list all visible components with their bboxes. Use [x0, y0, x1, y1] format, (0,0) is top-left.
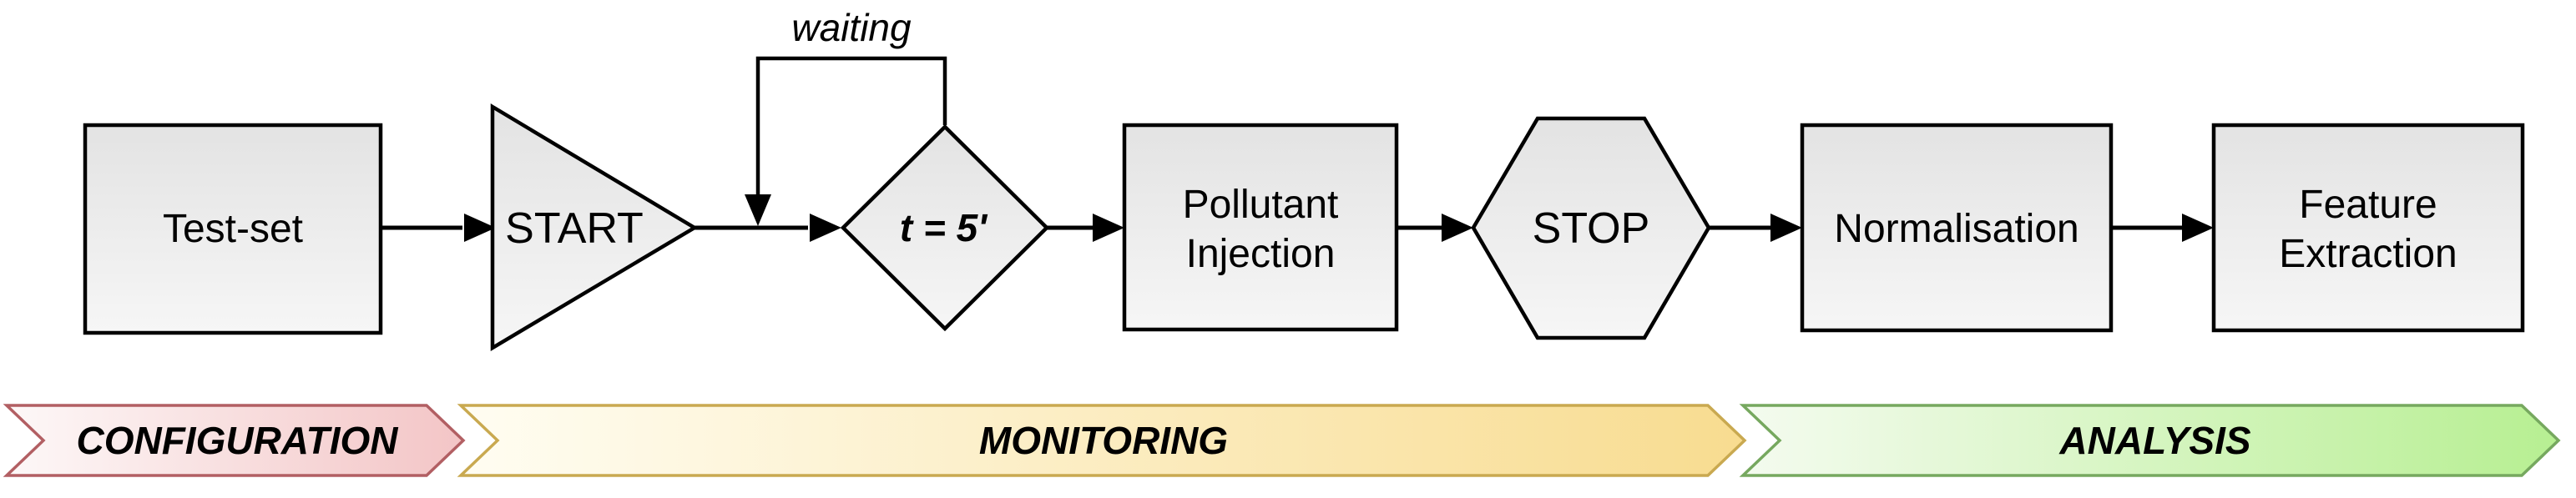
phase-banners-layer: CONFIGURATION MONITORING ANALYSIS: [3, 404, 2561, 477]
phase-banner-configuration-label: CONFIGURATION: [76, 419, 398, 462]
node-pollutant-injection: [1122, 123, 1399, 332]
arrowhead-icon: [464, 214, 496, 242]
phase-banner-configuration: [3, 404, 466, 477]
node-start: [490, 103, 699, 351]
node-stop: [1471, 116, 1711, 340]
node-timer-decision: [840, 123, 1050, 332]
arrowhead-icon: [1093, 214, 1124, 242]
node-test-set: [83, 123, 383, 335]
phase-banner-monitoring-label: MONITORING: [979, 419, 1228, 462]
edges-layer: waiting: [381, 6, 2214, 242]
arrowhead-icon: [1442, 214, 1473, 242]
node-test-set-label: Test-set: [163, 207, 303, 251]
waiting-loop-label: waiting: [791, 6, 912, 49]
node-stop-label: STOP: [1533, 204, 1650, 253]
node-pollutant-injection-label-line2: Injection: [1186, 232, 1336, 276]
phase-banner-monitoring: [457, 404, 1747, 477]
node-normalisation-label: Normalisation: [1834, 207, 2078, 251]
node-feature-extraction-label-line1: Feature: [2299, 183, 2437, 227]
phase-banner-analysis-label: ANALYSIS: [2058, 419, 2250, 462]
node-start-label: START: [505, 204, 644, 253]
nodes-layer: Test-set START t = 5' Pollutant Injectio…: [83, 103, 2525, 351]
node-pollutant-injection-label-line1: Pollutant: [1183, 183, 1339, 227]
node-feature-extraction: [2211, 123, 2525, 333]
node-timer-decision-label: t = 5': [900, 206, 988, 249]
arrowhead-icon: [810, 214, 841, 242]
arrowhead-icon: [2182, 214, 2214, 242]
node-feature-extraction-label-line2: Extraction: [2279, 232, 2457, 276]
phase-banner-analysis: [1739, 404, 2561, 477]
waiting-loop-line: [755, 56, 947, 197]
node-normalisation: [1800, 123, 2114, 333]
arrowhead-icon: [745, 194, 771, 226]
arrowhead-icon: [1770, 214, 1802, 242]
